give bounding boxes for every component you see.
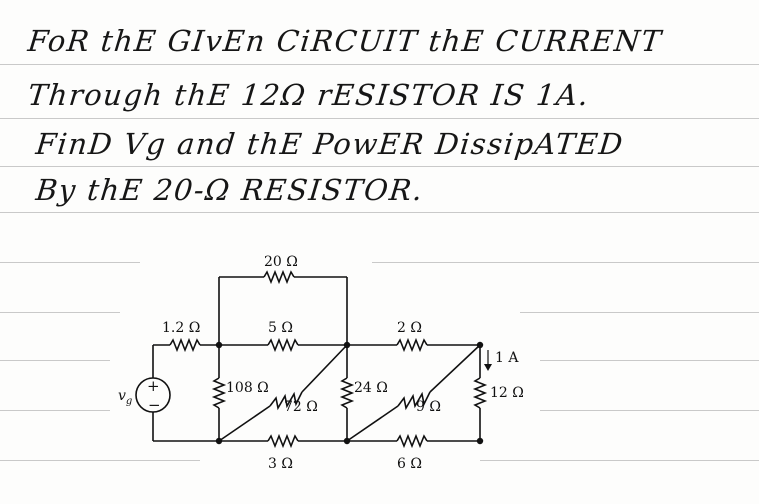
ruled-line (0, 64, 759, 65)
resistor-2 (396, 337, 428, 353)
resistor-12 (472, 377, 488, 409)
junction-dot (215, 437, 223, 445)
source-minus: − (148, 396, 161, 414)
label-108-ohm: 108 Ω (226, 380, 269, 396)
label-24-ohm: 24 Ω (354, 380, 388, 396)
resistor-9 (397, 391, 431, 411)
resistor-24 (339, 377, 355, 409)
ruled-line (0, 410, 110, 411)
source-plus: + (147, 377, 160, 395)
junction-dot (343, 437, 351, 445)
wire (301, 344, 348, 393)
junction-dot (215, 341, 223, 349)
resistor-1-2 (169, 337, 201, 353)
label-2-ohm: 2 Ω (397, 320, 422, 336)
resistor-20 (263, 269, 295, 285)
ruled-line (0, 118, 759, 119)
resistor-5 (267, 337, 299, 353)
ruled-line (0, 166, 759, 167)
ruled-line (0, 360, 110, 361)
label-6-ohm: 6 Ω (397, 456, 422, 472)
source-label-sub: g (126, 396, 132, 407)
resistor-6 (396, 433, 428, 449)
label-72-ohm: 72 Ω (284, 399, 318, 415)
ruled-line (520, 312, 759, 313)
junction-dot (476, 341, 484, 349)
wire (218, 405, 271, 442)
label-12-ohm: 12 Ω (490, 385, 524, 401)
source-label: vg (118, 388, 132, 407)
ruled-line (0, 312, 120, 313)
ruled-line (372, 262, 759, 263)
label-3-ohm: 3 Ω (268, 456, 293, 472)
resistor-72 (269, 391, 303, 411)
label-1-amp: 1 A (495, 350, 519, 366)
wire (346, 405, 399, 442)
resistor-3 (267, 433, 299, 449)
ruled-line (480, 460, 759, 461)
label-9-ohm: 9 Ω (416, 399, 441, 415)
source-label-v: v (118, 388, 126, 404)
current-arrowhead (484, 364, 492, 371)
resistor-108 (211, 377, 227, 409)
wire (429, 344, 481, 393)
junction-dot (343, 341, 351, 349)
ruled-line (0, 262, 140, 263)
ruled-line (0, 212, 759, 213)
ruled-line (540, 360, 759, 361)
label-1-2-ohm: 1.2 Ω (162, 320, 200, 336)
label-5-ohm: 5 Ω (268, 320, 293, 336)
junction-dot (476, 437, 484, 445)
ruled-line (540, 410, 759, 411)
ruled-line (0, 460, 200, 461)
label-20-ohm: 20 Ω (264, 254, 298, 270)
